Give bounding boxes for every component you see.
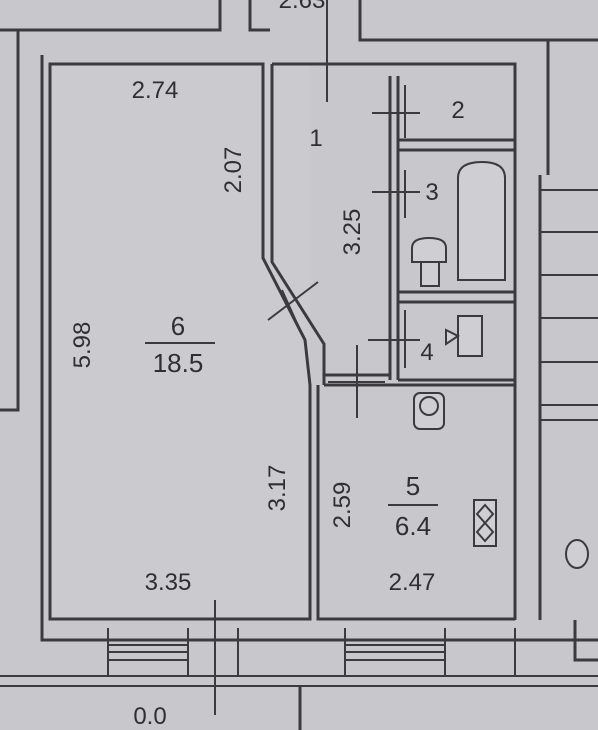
room-5-area: 6.4 <box>395 511 431 541</box>
room-5-number: 5 <box>406 471 420 501</box>
room-3-number: 3 <box>425 179 438 206</box>
dim-room1-depth: 3.25 <box>339 209 366 256</box>
dim-room6-left: 5.98 <box>69 322 96 369</box>
door-room6-corridor <box>267 281 319 331</box>
bathtub-fixture <box>372 160 506 287</box>
dim-room6-bottom: 3.35 <box>145 569 192 596</box>
room-1-number: 1 <box>309 125 322 152</box>
dim-room5-left: 2.59 <box>329 482 356 529</box>
room-4-number: 4 <box>420 339 433 366</box>
top-neighbour-walls <box>0 0 598 42</box>
room-2-marker <box>372 85 420 138</box>
dim-room6-bottom-right: 3.17 <box>264 465 291 512</box>
room-6-area: 18.5 <box>153 348 204 378</box>
room-6-walls <box>48 62 326 621</box>
stove-fixture <box>473 499 497 547</box>
room-2-number: 2 <box>451 97 464 124</box>
dim-room6-corridor-wall: 2.07 <box>220 147 247 194</box>
dim-balcony: 0.0 <box>133 703 166 730</box>
dim-room5-bottom: 2.47 <box>389 569 436 596</box>
bottom-exterior <box>0 600 598 730</box>
sink-fixture <box>413 392 445 430</box>
top-edge-dimension: 2.63 <box>279 0 326 14</box>
room-6-number: 6 <box>171 311 185 341</box>
room-5-walls <box>316 345 515 621</box>
toilet-fixture <box>368 310 483 368</box>
room-6-floor <box>50 64 310 619</box>
corridor-walls <box>272 62 517 620</box>
left-outer-wall <box>0 28 44 628</box>
stairwell <box>538 40 598 620</box>
dim-room6-top: 2.74 <box>132 77 179 104</box>
